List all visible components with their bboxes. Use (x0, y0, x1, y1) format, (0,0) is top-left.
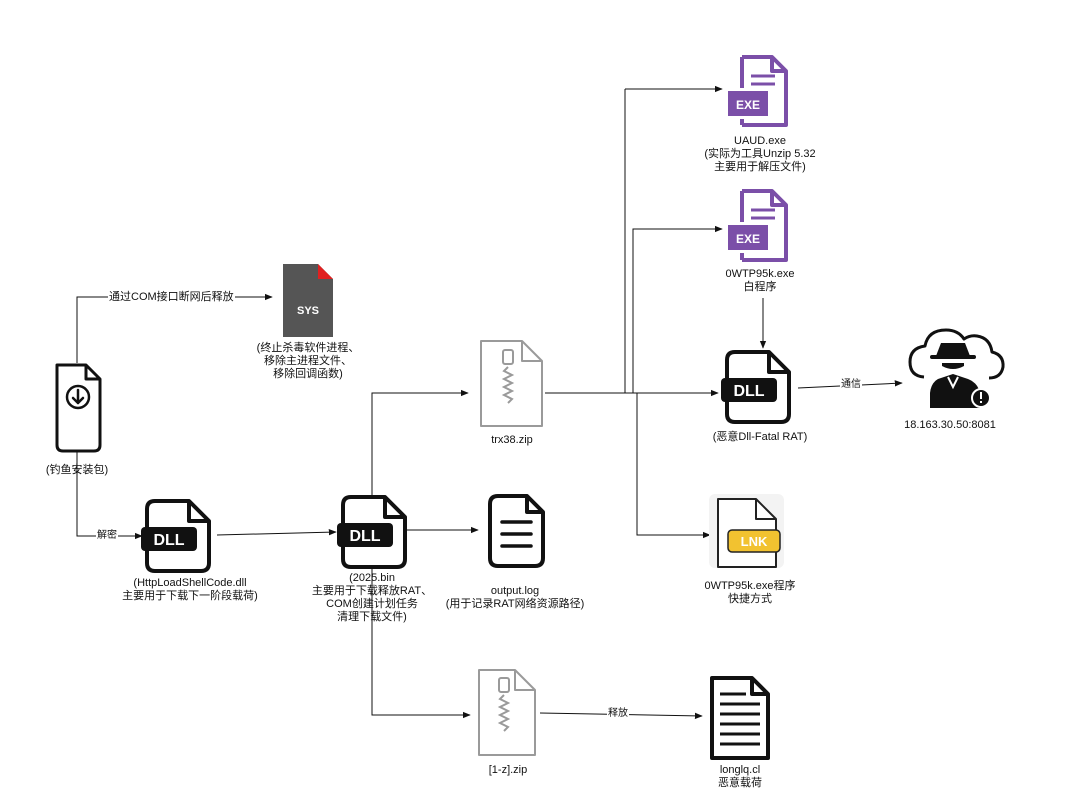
exe-file-icon: EXE (728, 55, 788, 127)
lnk-caption-line: 快捷方式 (728, 593, 772, 605)
lnk-file-icon: LNK (709, 494, 784, 568)
outputlog-caption-line: (用于记录RAT网络资源路径) (445, 598, 585, 610)
outputlog-caption-line: output.log (490, 585, 540, 597)
c2-caption: 18.163.30.50:8081 (885, 419, 1015, 432)
zip1z-caption: [1-z].zip (458, 764, 558, 777)
download-file-icon (55, 363, 102, 453)
owtp-caption-line: 0WTP95k.exe (725, 268, 795, 280)
httpdll-caption: (HttpLoadShellCode.dll 主要用于下载下一阶段载荷) (95, 577, 285, 603)
lnk-caption-line: 0WTP95k.exe程序 (704, 580, 796, 592)
sys-caption: (终止杀毒软件进程、 移除主进程文件、 移除回调函数) (238, 342, 378, 381)
httpdll-caption-line: (HttpLoadShellCode.dll (133, 577, 247, 589)
uaud-badge-text: EXE (736, 98, 760, 112)
bin2025-caption-line: (2025.bin (349, 572, 395, 584)
longlq-caption-line: longlq.cl (719, 764, 761, 776)
edge-label-release: 释放 (607, 708, 629, 720)
owtp-caption: 0WTP95k.exe 白程序 (700, 268, 820, 294)
dll-file-icon: DLL (141, 499, 211, 573)
bin2025-caption-line: COM创建计划任务 (326, 598, 418, 610)
sys-caption-line: 移除回调函数) (273, 368, 343, 380)
lnk-badge-text: LNK (741, 534, 768, 549)
sys-caption-line: 移除主进程文件、 (264, 355, 352, 367)
fataldll-badge-text: DLL (733, 383, 764, 400)
bin2025-caption-line: 主要用于下载释放RAT、 (311, 585, 433, 597)
lnk-caption: 0WTP95k.exe程序 快捷方式 (685, 580, 815, 606)
bin2025-badge-text: DLL (349, 528, 380, 545)
zip-file-icon (480, 340, 543, 427)
trx38-caption-line: trx38.zip (491, 434, 533, 446)
edge-bin2025-to-zip1z (371, 560, 471, 719)
zip1z-caption-line: [1-z].zip (488, 764, 528, 776)
dll-file-icon: DLL (337, 495, 407, 569)
edge-phishing-to-httpdll (76, 452, 143, 540)
sys-file-icon: SYS (283, 264, 333, 337)
uaud-caption: UAUD.exe (实际为工具Unzip 5.32 主要用于解压文件) (685, 135, 835, 174)
owtp-badge-text: EXE (736, 232, 760, 246)
uaud-caption-line: (实际为工具Unzip 5.32 (704, 148, 816, 160)
edge-label-decrypt: 解密 (96, 530, 118, 542)
httpdll-badge-text: DLL (153, 532, 184, 549)
edge-to-lnk (636, 393, 711, 539)
phishing-caption-line: (钓鱼安装包) (45, 464, 109, 476)
sys-caption-line: (终止杀毒软件进程、 (256, 342, 360, 354)
zip-file-icon (478, 669, 536, 756)
outputlog-caption: output.log (用于记录RAT网络资源路径) (430, 585, 600, 611)
sys-badge-text: SYS (297, 305, 319, 317)
longlq-caption: longlq.cl 恶意载荷 (690, 764, 790, 790)
bin2025-caption-line: 清理下载文件) (337, 611, 407, 623)
edge-httpdll-to-bin2025 (216, 528, 337, 536)
trx38-caption: trx38.zip (462, 434, 562, 447)
longlq-caption-line: 恶意载荷 (718, 777, 762, 789)
httpdll-caption-line: 主要用于下载下一阶段载荷) (122, 590, 258, 602)
fataldll-caption-line: (恶意Dll-Fatal RAT) (712, 431, 808, 443)
bin2025-caption: (2025.bin 主要用于下载释放RAT、 COM创建计划任务 清理下载文件) (292, 572, 452, 624)
owtp-caption-line: 白程序 (743, 281, 777, 293)
edge-label-comm: 通信 (840, 379, 862, 391)
dll-file-icon: DLL (721, 350, 791, 424)
hacker-cloud-icon (908, 328, 1005, 408)
text-file-icon (488, 494, 545, 568)
fataldll-caption: (恶意Dll-Fatal RAT) (690, 431, 830, 444)
edge-label-com-release: 通过COM接口断网后释放 (108, 291, 235, 303)
edge-bin2025-to-trx38 (371, 389, 469, 498)
document-icon (710, 676, 770, 760)
uaud-caption-line: 主要用于解压文件) (714, 161, 806, 173)
uaud-caption-line: UAUD.exe (734, 135, 786, 147)
exe-file-icon: EXE (728, 189, 788, 262)
edge-to-owtp (632, 225, 723, 393)
c2-caption-line: 18.163.30.50:8081 (904, 419, 996, 431)
phishing-caption: (钓鱼安装包) (15, 464, 139, 477)
